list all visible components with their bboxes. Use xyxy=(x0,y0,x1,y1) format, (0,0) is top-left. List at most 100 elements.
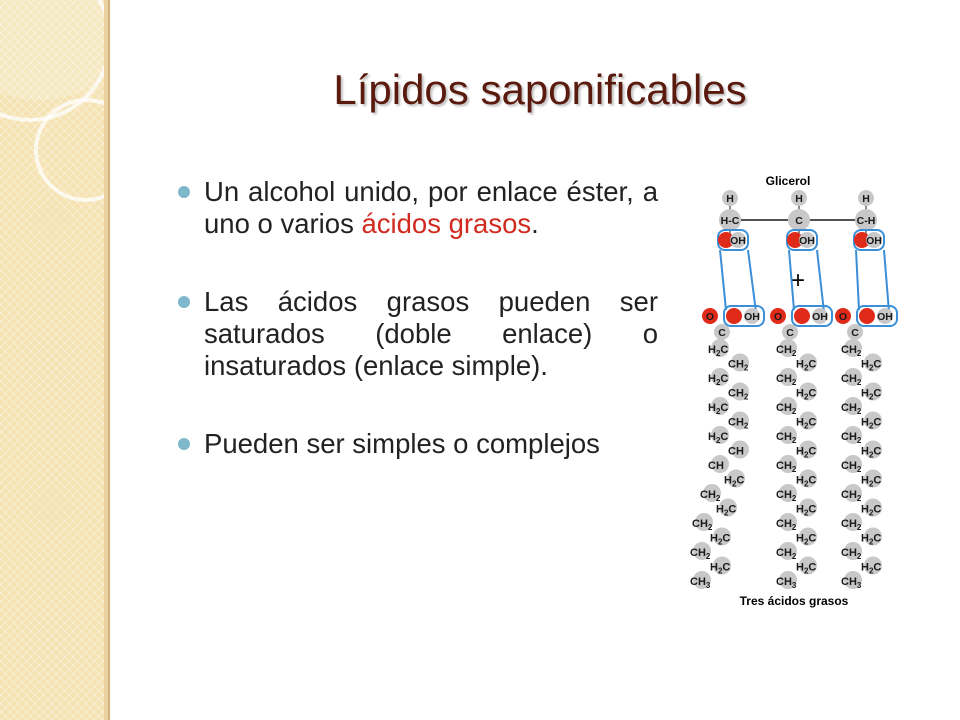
acid-oxygen-label: O xyxy=(839,311,847,323)
chain-atom xyxy=(713,527,731,546)
bullet-list: Un alcohol unido, por enlace éster, a un… xyxy=(176,176,658,506)
chain-group-label: CH2 xyxy=(841,431,862,445)
glycerol-h-label: H xyxy=(726,193,734,205)
chain-group-label: H2C xyxy=(716,504,736,518)
triglyceride-formation-diagram: Glicerol + Tres ácidos grasos HH-COHHCOH… xyxy=(690,174,898,608)
chain-atom xyxy=(864,353,882,372)
chain-group-label: CH2 xyxy=(841,373,862,387)
fatty-acids-label: Tres ácidos grasos xyxy=(740,594,849,608)
chain-atom xyxy=(731,353,749,372)
esterification-link xyxy=(719,249,727,311)
acid-hydroxyl-atom xyxy=(744,308,760,324)
esterification-link xyxy=(855,249,860,311)
acid-carbon-atom xyxy=(782,324,798,340)
acid-carbon-atom xyxy=(714,324,730,340)
chain-group-label: CH2 xyxy=(776,547,797,561)
chain-group-label: H2C xyxy=(861,388,881,402)
acid-oh-box xyxy=(791,305,833,327)
chain-group-label: H2C xyxy=(861,533,881,547)
chain-group-label: H2C xyxy=(708,344,728,358)
chain-group-label: CH2 xyxy=(728,417,749,431)
glycerol-carbon-label: C-H xyxy=(857,215,876,227)
glycerol-h-label: H xyxy=(862,193,870,205)
glycerol-h-atom xyxy=(722,190,738,206)
esterification-link xyxy=(788,249,795,311)
acid-hydroxyl-oxygen-atom xyxy=(726,308,742,324)
chain-group-label: H2C xyxy=(708,431,728,445)
glycerol-label: Glicerol xyxy=(766,174,811,188)
chain-group-label: CH2 xyxy=(776,489,797,503)
chain-atom xyxy=(799,382,817,401)
acid-hydroxyl-label: OH xyxy=(744,311,760,323)
chain-atom xyxy=(844,571,862,589)
acid-hydroxyl-atom xyxy=(877,308,893,324)
chain-atom xyxy=(844,426,862,444)
chain-atom xyxy=(799,469,817,488)
chain-group-label: H2C xyxy=(796,446,816,460)
sidebar-edge xyxy=(104,0,108,720)
chain-group-label: CH2 xyxy=(728,388,749,402)
chain-group-label: H2C xyxy=(724,475,744,489)
chain-atom xyxy=(844,339,862,357)
glycerol-h-label: H xyxy=(795,193,803,205)
acid-hydroxyl-atom xyxy=(812,308,828,324)
chain-group-label: CH2 xyxy=(841,402,862,416)
acid-carbon-label: C xyxy=(786,327,794,339)
chain-atom xyxy=(864,411,882,430)
chain-atom xyxy=(864,556,882,575)
chain-atom xyxy=(864,382,882,401)
chain-group-label: H2C xyxy=(708,402,728,416)
bullet-item: Un alcohol unido, por enlace éster, a un… xyxy=(176,176,658,240)
bullet-text: Las ácidos grasos pueden ser saturados (… xyxy=(204,286,658,381)
bullet-item: Pueden ser simples o complejos xyxy=(176,428,658,460)
chain-group-label: CH2 xyxy=(700,489,721,503)
bullet-text: Un alcohol unido, por enlace éster, a un… xyxy=(204,176,658,239)
chain-group-label: CH2 xyxy=(728,359,749,373)
bullet-item: Las ácidos grasos pueden ser saturados (… xyxy=(176,286,658,382)
glycerol-oh-label: OH xyxy=(866,235,882,247)
chain-atom xyxy=(844,484,862,502)
bullet-suffix: . xyxy=(531,208,539,239)
chain-group-label: H2C xyxy=(861,475,881,489)
chain-atom xyxy=(779,368,797,386)
chain-group-label: CH2 xyxy=(776,431,797,445)
chain-atom xyxy=(864,469,882,488)
chain-atom xyxy=(731,411,749,430)
acid-oxygen-label: O xyxy=(774,311,782,323)
acid-oxygen-atom xyxy=(835,308,851,324)
glycerol-oh-atom xyxy=(730,232,746,248)
chain-atom xyxy=(844,542,862,560)
chain-atom xyxy=(703,484,721,502)
decorative-circles xyxy=(0,0,104,202)
chain-atom xyxy=(711,368,729,386)
acid-oxygen-atom xyxy=(770,308,786,324)
chain-group-label: H2C xyxy=(710,562,730,576)
chain-group-label: CH3 xyxy=(690,576,711,590)
esterification-link xyxy=(747,249,757,313)
chain-group-label: H2C xyxy=(861,504,881,518)
glycerol-oxygen-atom xyxy=(854,232,870,248)
chain-group-label: H2C xyxy=(796,504,816,518)
chain-atom xyxy=(779,542,797,560)
chain-group-label: CH3 xyxy=(776,576,797,590)
chain-group-label: CH2 xyxy=(776,402,797,416)
chain-atom xyxy=(731,440,749,459)
chain-atom xyxy=(693,571,711,589)
chain-group-label: H2C xyxy=(710,533,730,547)
glycerol-carbon-label: H-C xyxy=(721,215,740,227)
chain-group-label: CH3 xyxy=(841,576,862,590)
glycerol-carbon-label: C xyxy=(795,215,803,227)
acid-hydroxyl-label: OH xyxy=(812,311,828,323)
chain-atom xyxy=(844,368,862,386)
bullet-text: Pueden ser simples o complejos xyxy=(204,428,600,459)
glycerol-oh-atom xyxy=(799,232,815,248)
glycerol-h-atom xyxy=(858,190,874,206)
chain-atom xyxy=(779,397,797,415)
chain-atom xyxy=(719,498,737,517)
acid-carbon-label: C xyxy=(718,327,726,339)
chain-group-label: H2C xyxy=(796,359,816,373)
chain-group-label: CH xyxy=(708,460,724,472)
acid-oxygen-atom xyxy=(702,308,718,324)
chain-atom xyxy=(731,382,749,401)
chain-atom xyxy=(844,455,862,473)
